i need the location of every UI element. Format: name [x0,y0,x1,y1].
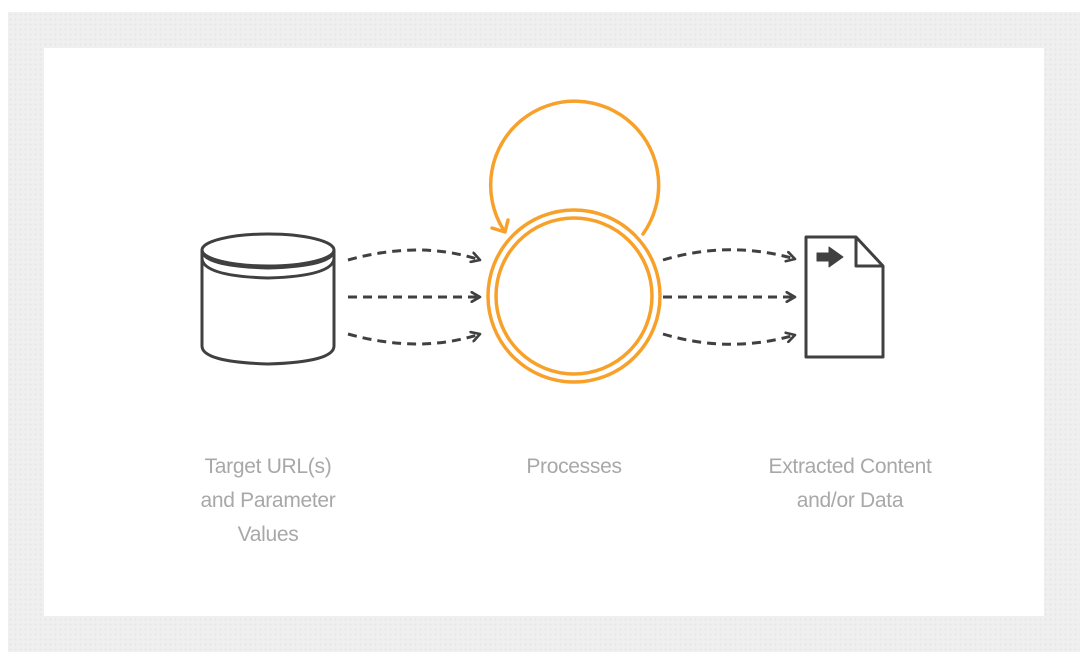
arrow-bottom [347,334,480,346]
process-outer-ring [486,208,662,384]
process-inner-ring [494,216,654,376]
source-label: Target URL(s) and Parameter Values [158,450,378,552]
loop-arrowhead [490,218,510,234]
loop-circle-icon [486,99,662,384]
loop-arc [488,99,661,236]
arrow-top [347,248,480,260]
output-label: Extracted Content and/or Data [720,450,980,518]
process-label-line-1: Processes [526,455,622,478]
output-label-line-1: Extracted Content [768,455,932,478]
arrow-bottom [662,334,795,346]
source-label-line-1: Target URL(s) [204,455,332,478]
process-to-output-arrows [662,248,795,346]
source-label-line-2: and Parameter [200,489,336,512]
database-icon [200,232,336,366]
process-label: Processes [464,450,684,484]
document-icon [804,235,885,359]
output-label-line-2: and/or Data [796,489,904,512]
source-label-line-3: Values [237,523,299,546]
arrow-top [662,248,795,260]
source-to-process-arrows [347,248,480,346]
arrow-right-icon [816,246,844,268]
